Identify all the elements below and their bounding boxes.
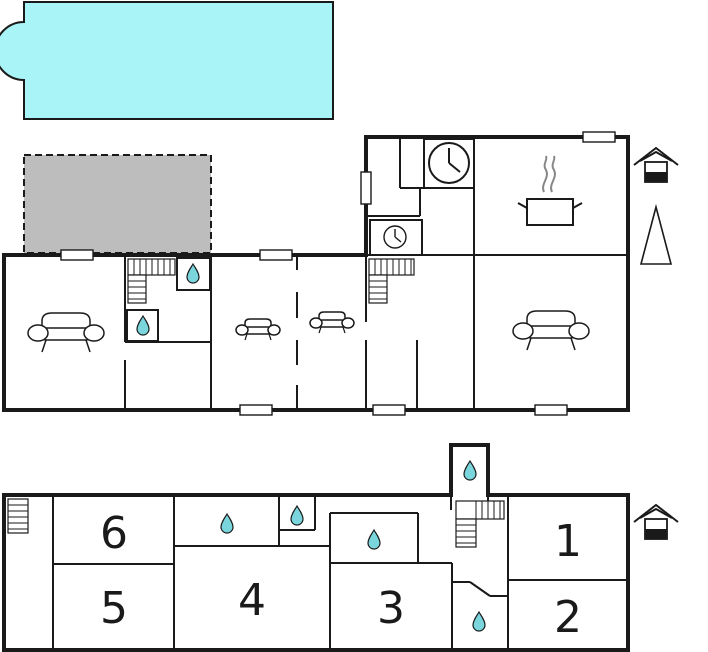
stairs-icon (368, 258, 415, 304)
stairs-icon (7, 498, 29, 534)
sofa-icon (27, 312, 105, 353)
water-drop-icon (367, 529, 381, 550)
ground-floor-windows (60, 131, 616, 416)
bathroom-icon (176, 257, 211, 291)
sofa-icon (235, 318, 281, 341)
kitchen-pot-icon (517, 155, 583, 226)
swimming-pool (0, 1, 334, 120)
upper-floor: 6 5 4 3 1 2 (2, 443, 679, 652)
sofa-icon (309, 311, 355, 334)
stairs-icon (455, 500, 505, 548)
stairs-icon (127, 258, 176, 304)
small-clock-icon (369, 219, 423, 256)
water-drop-icon (220, 513, 234, 534)
bathroom-icon (463, 460, 477, 481)
water-drop-icon (472, 611, 486, 632)
entrance-icon (633, 147, 679, 183)
ground-floor (0, 1, 679, 416)
bathroom-icon (290, 505, 304, 526)
clock-icon (423, 138, 475, 189)
room-number-6: 6 (100, 508, 128, 559)
room-number-3: 3 (377, 583, 405, 634)
room-number-2: 2 (554, 592, 582, 643)
entrance-icon (633, 504, 679, 540)
room-number-5: 5 (100, 583, 128, 634)
upper-floor-outer-walls (2, 443, 630, 652)
room-number-1: 1 (554, 516, 582, 567)
terrace (23, 154, 212, 254)
north-arrow-icon (639, 203, 673, 265)
upper-floor-inner-walls (52, 495, 628, 650)
room-number-4: 4 (238, 575, 266, 626)
sofa-icon (512, 310, 590, 351)
bathroom-icon (126, 309, 159, 342)
